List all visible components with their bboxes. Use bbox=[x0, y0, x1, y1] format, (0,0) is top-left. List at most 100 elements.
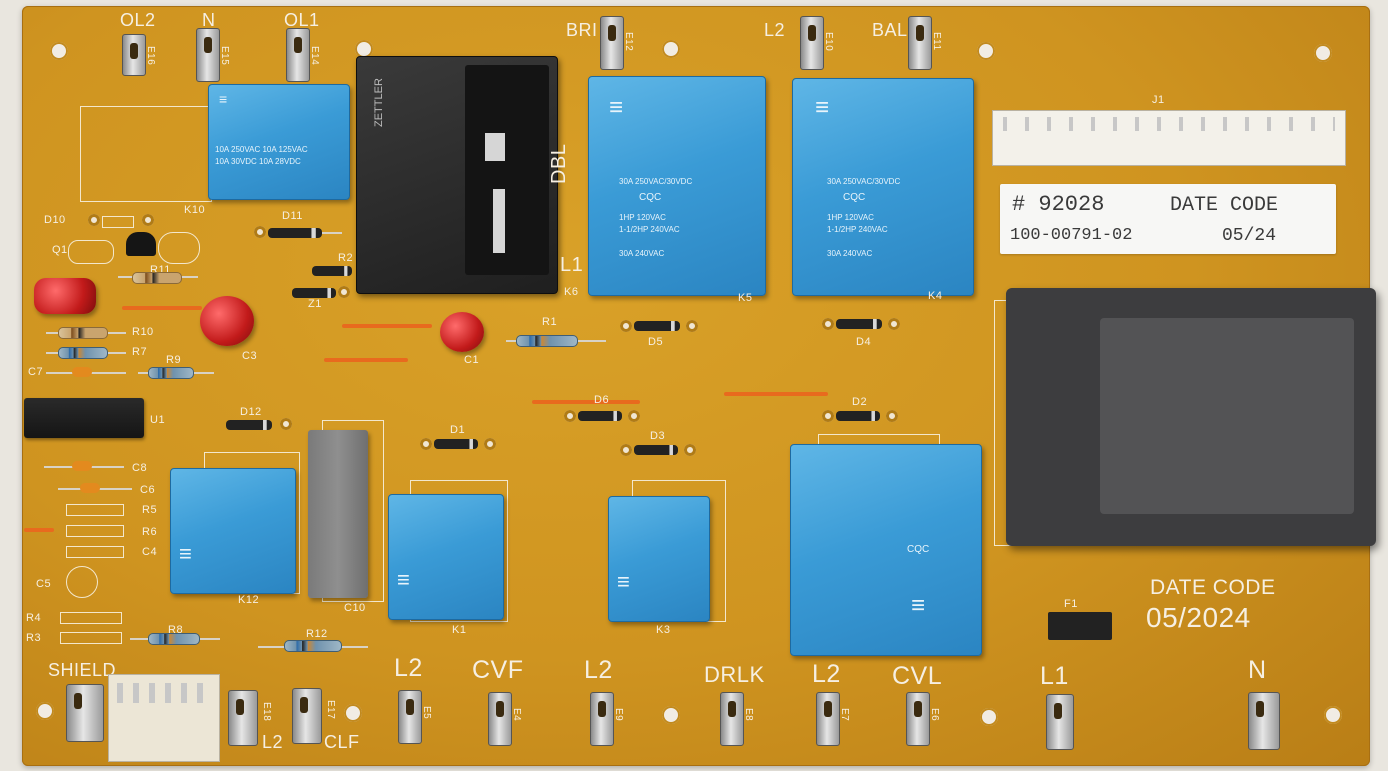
mounting-hole bbox=[977, 42, 995, 60]
terminal-e14[interactable] bbox=[286, 28, 310, 82]
diode-d5 bbox=[634, 321, 680, 331]
relay-k5: ≡ CQC 30A 250VAC/30VDC 1HP 120VAC 1-1/2H… bbox=[588, 76, 766, 296]
capacitor-red bbox=[34, 278, 96, 314]
pad bbox=[888, 318, 900, 330]
trace bbox=[24, 528, 54, 532]
relay-k6: ZETTLER bbox=[356, 56, 558, 294]
terminal-e15[interactable] bbox=[196, 28, 220, 82]
ref-e18: E18 bbox=[261, 702, 272, 722]
ref-e16: E16 bbox=[145, 46, 156, 66]
trace bbox=[532, 400, 640, 404]
diode-d11 bbox=[268, 228, 322, 238]
mounting-hole bbox=[344, 704, 362, 722]
relay-k3-logo: ≡ bbox=[617, 569, 630, 594]
ref-d2: D2 bbox=[852, 396, 868, 408]
resistor-r12 bbox=[284, 640, 342, 652]
terminal-e17[interactable] bbox=[292, 688, 322, 744]
ref-r2: R2 bbox=[338, 252, 354, 264]
terminal-label-n-top: N bbox=[202, 10, 216, 30]
pad bbox=[142, 214, 154, 226]
terminal-e4[interactable] bbox=[488, 692, 512, 746]
ref-k3: K3 bbox=[656, 624, 671, 636]
terminal-l1-bottom[interactable] bbox=[1046, 694, 1074, 750]
terminal-label-l2-top: L2 bbox=[764, 20, 786, 40]
ref-k10: K10 bbox=[184, 204, 206, 216]
ref-k12: K12 bbox=[238, 594, 260, 606]
relay-k6-terminal-window bbox=[465, 65, 549, 275]
mounting-hole bbox=[980, 708, 998, 726]
relay-k12: ≡ bbox=[170, 468, 296, 594]
ref-k6: K6 bbox=[564, 286, 579, 298]
mounting-hole bbox=[1324, 706, 1342, 724]
trace bbox=[724, 392, 828, 396]
terminal-e11[interactable] bbox=[908, 16, 932, 70]
capacitor-c8 bbox=[72, 461, 92, 471]
relay-k1: ≡ bbox=[388, 494, 504, 620]
transformer bbox=[1006, 288, 1376, 546]
diode-r2 bbox=[312, 266, 352, 276]
ref-z1: Z1 bbox=[308, 298, 322, 310]
pad bbox=[420, 438, 432, 450]
terminal-label-l2-bottom-d: L2 bbox=[812, 660, 841, 688]
capacitor-c6 bbox=[80, 483, 100, 493]
pad bbox=[628, 410, 640, 422]
terminal-label-l2-bottom-b: L2 bbox=[394, 654, 423, 682]
fuse-f1 bbox=[1048, 612, 1112, 640]
ref-r9: R9 bbox=[166, 354, 182, 366]
relay-k4-cqc: CQC bbox=[843, 192, 866, 203]
diode-d4 bbox=[836, 319, 882, 329]
ref-c10: C10 bbox=[344, 602, 366, 614]
ref-r3: R3 bbox=[26, 632, 42, 644]
relay-k5-rating-3: 1-1/2HP 240VAC bbox=[619, 225, 680, 234]
ref-k4: K4 bbox=[928, 290, 943, 302]
ref-c3: C3 bbox=[242, 350, 258, 362]
terminal-shield[interactable] bbox=[66, 684, 104, 742]
relay-k1-logo: ≡ bbox=[397, 567, 410, 592]
connector-j1-pins bbox=[1003, 117, 1335, 131]
connector-bottom-pins bbox=[117, 683, 211, 703]
connector-j1 bbox=[992, 110, 1346, 166]
terminal-e12[interactable] bbox=[600, 16, 624, 70]
relay-k5-rating-4: 30A 240VAC bbox=[619, 249, 665, 258]
terminal-n-bottom[interactable] bbox=[1248, 692, 1280, 750]
terminal-e6[interactable] bbox=[906, 692, 930, 746]
ref-e5: E5 bbox=[421, 706, 432, 720]
terminal-label-cvl: CVL bbox=[892, 662, 943, 690]
pad bbox=[886, 410, 898, 422]
terminal-label-shield: SHIELD bbox=[48, 660, 117, 680]
ref-d11: D11 bbox=[282, 210, 303, 222]
terminal-label-bal: BAL bbox=[872, 20, 908, 40]
relay-k3: ≡ bbox=[608, 496, 710, 622]
capacitor-c4-outline bbox=[66, 546, 124, 558]
terminal-e10[interactable] bbox=[800, 16, 824, 70]
ref-r6: R6 bbox=[142, 526, 158, 538]
terminal-e18[interactable] bbox=[228, 690, 258, 746]
ref-c8: C8 bbox=[132, 462, 148, 474]
part-label-card: # 92028 DATE CODE 100-00791-02 05/24 bbox=[1000, 184, 1336, 254]
terminal-e16[interactable] bbox=[122, 34, 146, 76]
relay-k10-logo: ≡ bbox=[219, 91, 228, 107]
ref-e9: E9 bbox=[613, 708, 624, 722]
resistor-r5-outline bbox=[66, 504, 124, 516]
mounting-hole bbox=[36, 702, 54, 720]
pad bbox=[254, 226, 266, 238]
relay-k4-logo: ≡ bbox=[815, 94, 830, 121]
terminal-e9[interactable] bbox=[590, 692, 614, 746]
silk-date-code-title: DATE CODE bbox=[1150, 576, 1276, 599]
terminal-label-cvf: CVF bbox=[472, 656, 524, 684]
ref-c6: C6 bbox=[140, 484, 156, 496]
label-dbl: DBL bbox=[548, 143, 570, 184]
ref-d6: D6 bbox=[594, 394, 610, 406]
terminal-label-l1-bottom: L1 bbox=[1040, 662, 1069, 690]
mounting-hole bbox=[50, 42, 68, 60]
pad bbox=[88, 214, 100, 226]
relay-k2: ≡ CQC bbox=[790, 444, 982, 656]
terminal-label-l2-bottom-c: L2 bbox=[584, 656, 613, 684]
terminal-e8[interactable] bbox=[720, 692, 744, 746]
pad bbox=[484, 438, 496, 450]
pad bbox=[620, 320, 632, 332]
terminal-e5[interactable] bbox=[398, 690, 422, 744]
terminal-e7[interactable] bbox=[816, 692, 840, 746]
relay-k4: ≡ CQC 30A 250VAC/30VDC 1HP 120VAC 1-1/2H… bbox=[792, 78, 974, 296]
terminal-label-l2-bottom-a: L2 bbox=[262, 732, 284, 752]
